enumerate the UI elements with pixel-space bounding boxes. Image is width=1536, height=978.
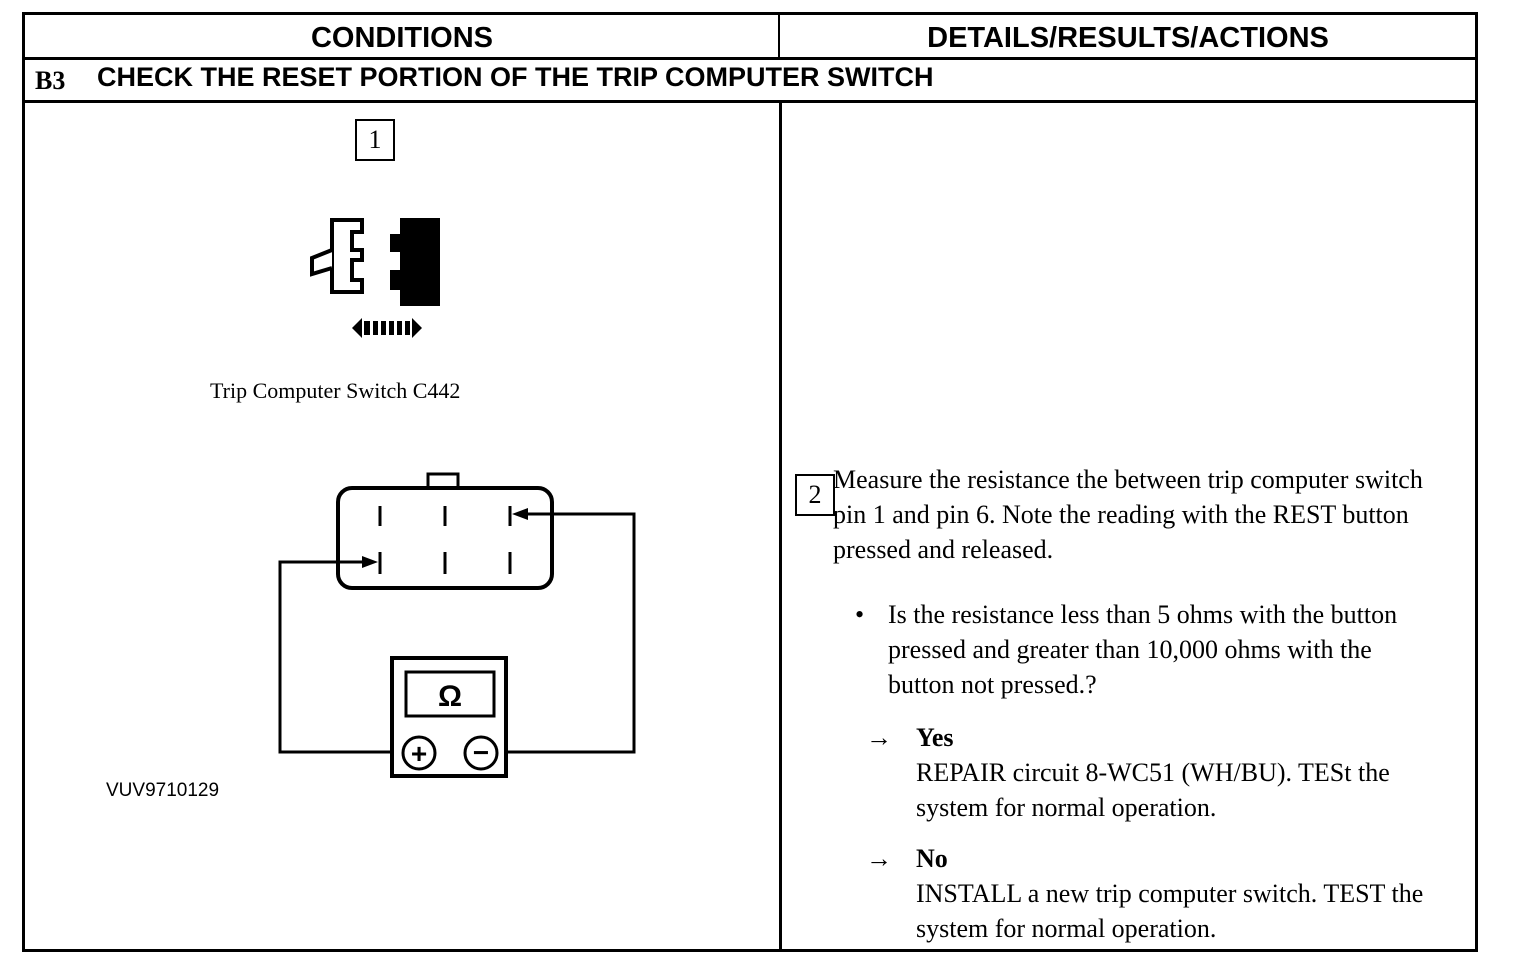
header-rule xyxy=(25,57,1475,60)
yes-arrow-icon: → xyxy=(866,723,892,752)
step-1-box: 1 xyxy=(355,119,395,161)
diagnostic-table: CONDITIONS DETAILS/RESULTS/ACTIONS B3 CH… xyxy=(22,12,1478,952)
meter-display xyxy=(404,670,496,718)
no-arrow-icon: → xyxy=(866,844,892,873)
column-divider xyxy=(779,103,782,949)
details-header: DETAILS/RESULTS/ACTIONS xyxy=(927,22,1329,54)
conditions-header: CONDITIONS xyxy=(310,22,494,54)
switch-caption: Trip Computer Switch C442 xyxy=(210,378,461,403)
section-id: B3 xyxy=(35,66,66,95)
connector-pins xyxy=(378,506,512,574)
plus-sign: + xyxy=(411,738,427,769)
step-2-question: Is the resistance less than 5 ohms with … xyxy=(888,600,1398,699)
connector-disconnect-icon xyxy=(310,218,440,338)
bullet: • xyxy=(855,600,865,629)
section-rule xyxy=(25,100,1475,103)
minus-terminal xyxy=(463,735,499,771)
ohm-symbol: Ω xyxy=(438,680,462,713)
switch-connector xyxy=(336,486,554,590)
resistance-test-diagram: Ω + − xyxy=(278,472,636,778)
section-row: B3 CHECK THE RESET PORTION OF THE TRIP C… xyxy=(25,60,1475,100)
header-divider xyxy=(778,15,780,59)
no-label: No xyxy=(916,844,948,873)
step-2-box: 2 xyxy=(795,474,835,516)
yes-label: Yes xyxy=(916,723,954,752)
minus-sign: − xyxy=(473,737,489,768)
no-action: INSTALL a new trip computer switch. TEST… xyxy=(916,879,1424,943)
step-2-instruction: Measure the resistance the between trip … xyxy=(833,465,1423,564)
section-title: CHECK THE RESET PORTION OF THE TRIP COMP… xyxy=(97,62,934,92)
yes-action: REPAIR circuit 8-WC51 (WH/BU). TESt the … xyxy=(916,758,1390,822)
plus-terminal xyxy=(401,735,437,771)
positive-lead xyxy=(278,560,405,754)
negative-lead xyxy=(500,512,636,754)
figure-id: VUV9710129 xyxy=(106,780,220,801)
